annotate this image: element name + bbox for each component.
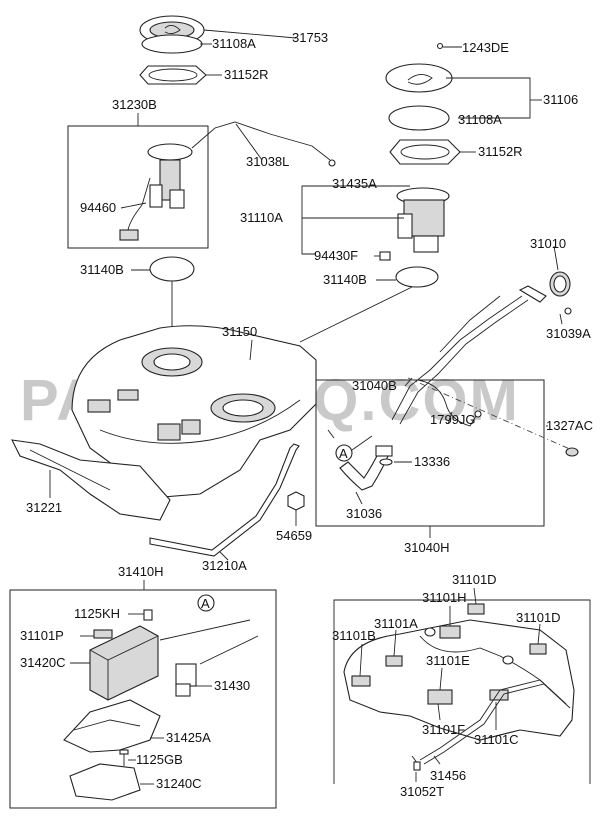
label-31240C: 31240C [156, 776, 202, 791]
pad-31101P [93, 629, 113, 639]
label-31101D-right: 31101D [516, 610, 561, 625]
label-94460: 94460 [80, 200, 116, 215]
filler-neck-pipe [391, 285, 547, 425]
ring-31152R-right [389, 139, 461, 165]
label-31435A: 31435A [332, 176, 377, 191]
label-1243DE: 1243DE [462, 40, 509, 55]
label-1799JG: 1799JG [430, 412, 476, 427]
label-31101F: 31101F [422, 722, 465, 737]
ring-31152R-top [139, 65, 207, 85]
canister-31420C [89, 609, 159, 701]
seal-31140B-left [149, 256, 195, 282]
filter-31430 [159, 619, 259, 697]
label-31430: 31430 [214, 678, 250, 693]
label-31150: 31150 [222, 324, 257, 339]
label-31140B-right: 31140B [323, 272, 367, 287]
fuel-tank-31150 [71, 325, 317, 499]
callout-a-lower-text: A [201, 596, 210, 611]
label-31110A: 31110A [240, 210, 283, 225]
label-31230B: 31230B [112, 97, 157, 112]
label-31210A: 31210A [202, 558, 247, 573]
label-31152R-right: 31152R [478, 144, 523, 159]
label-31010: 31010 [530, 236, 566, 251]
label-31038L: 31038L [246, 154, 289, 169]
label-31101B: 31101B [332, 628, 376, 643]
label-31040B: 31040B [352, 378, 397, 393]
label-31753: 31753 [292, 30, 328, 45]
label-1125GB: 1125GB [136, 752, 183, 767]
label-31101P: 31101P [20, 628, 64, 643]
hose-31036 [339, 445, 393, 491]
callout-a-upper-text: A [339, 446, 348, 461]
label-31036: 31036 [346, 506, 382, 521]
box-31410H [9, 589, 277, 809]
strap-31210A [149, 443, 300, 557]
label-54659: 54659 [276, 528, 312, 543]
callout-a-lower [197, 594, 215, 612]
label-94430F: 94430F [314, 248, 358, 263]
label-1327AC: 1327AC [546, 418, 593, 433]
grommet-1327AC [565, 447, 579, 457]
tank-pads-assembly [343, 603, 575, 771]
label-31152R-top: 31152R [224, 67, 269, 82]
label-1125KH: 1125KH [74, 606, 120, 621]
cap-31106 [385, 63, 453, 93]
label-31101C: 31101C [474, 732, 519, 747]
label-31106: 31106 [543, 92, 578, 107]
label-31420C: 31420C [20, 655, 66, 670]
label-31108A-right: 31108A [458, 112, 502, 127]
label-31101A: 31101A [374, 616, 418, 631]
pump-module-31110A [379, 187, 450, 261]
cover-31240C [69, 763, 141, 801]
label-31101E: 31101E [426, 653, 470, 668]
label-31425A: 31425A [166, 730, 211, 745]
label-31039A: 31039A [546, 326, 591, 341]
bracket-31425A [63, 699, 161, 753]
label-13336: 13336 [414, 454, 450, 469]
box-31230B [67, 125, 209, 249]
seal-31140B-right [395, 266, 439, 288]
sender-assembly-94460 [119, 143, 193, 241]
label-31410H: 31410H [118, 564, 164, 579]
label-31221: 31221 [26, 500, 62, 515]
label-31140B-left: 31140B [80, 262, 124, 277]
label-31052T: 31052T [400, 784, 444, 799]
filler-cap-31010 [549, 271, 571, 297]
gasket-31108A-top [141, 34, 203, 54]
gasket-31108A-right [388, 105, 450, 131]
label-31108A-top: 31108A [212, 36, 256, 51]
callout-a-upper [335, 444, 353, 462]
nut-54659 [287, 491, 305, 511]
label-31101D-top: 31101D [452, 572, 497, 587]
heat-shield-31221 [11, 439, 171, 521]
label-31456: 31456 [430, 768, 466, 783]
label-31101H: 31101H [422, 590, 467, 605]
clamp-13336 [379, 458, 393, 466]
bolt-1125GB [119, 749, 129, 766]
label-31040H: 31040H [404, 540, 450, 555]
